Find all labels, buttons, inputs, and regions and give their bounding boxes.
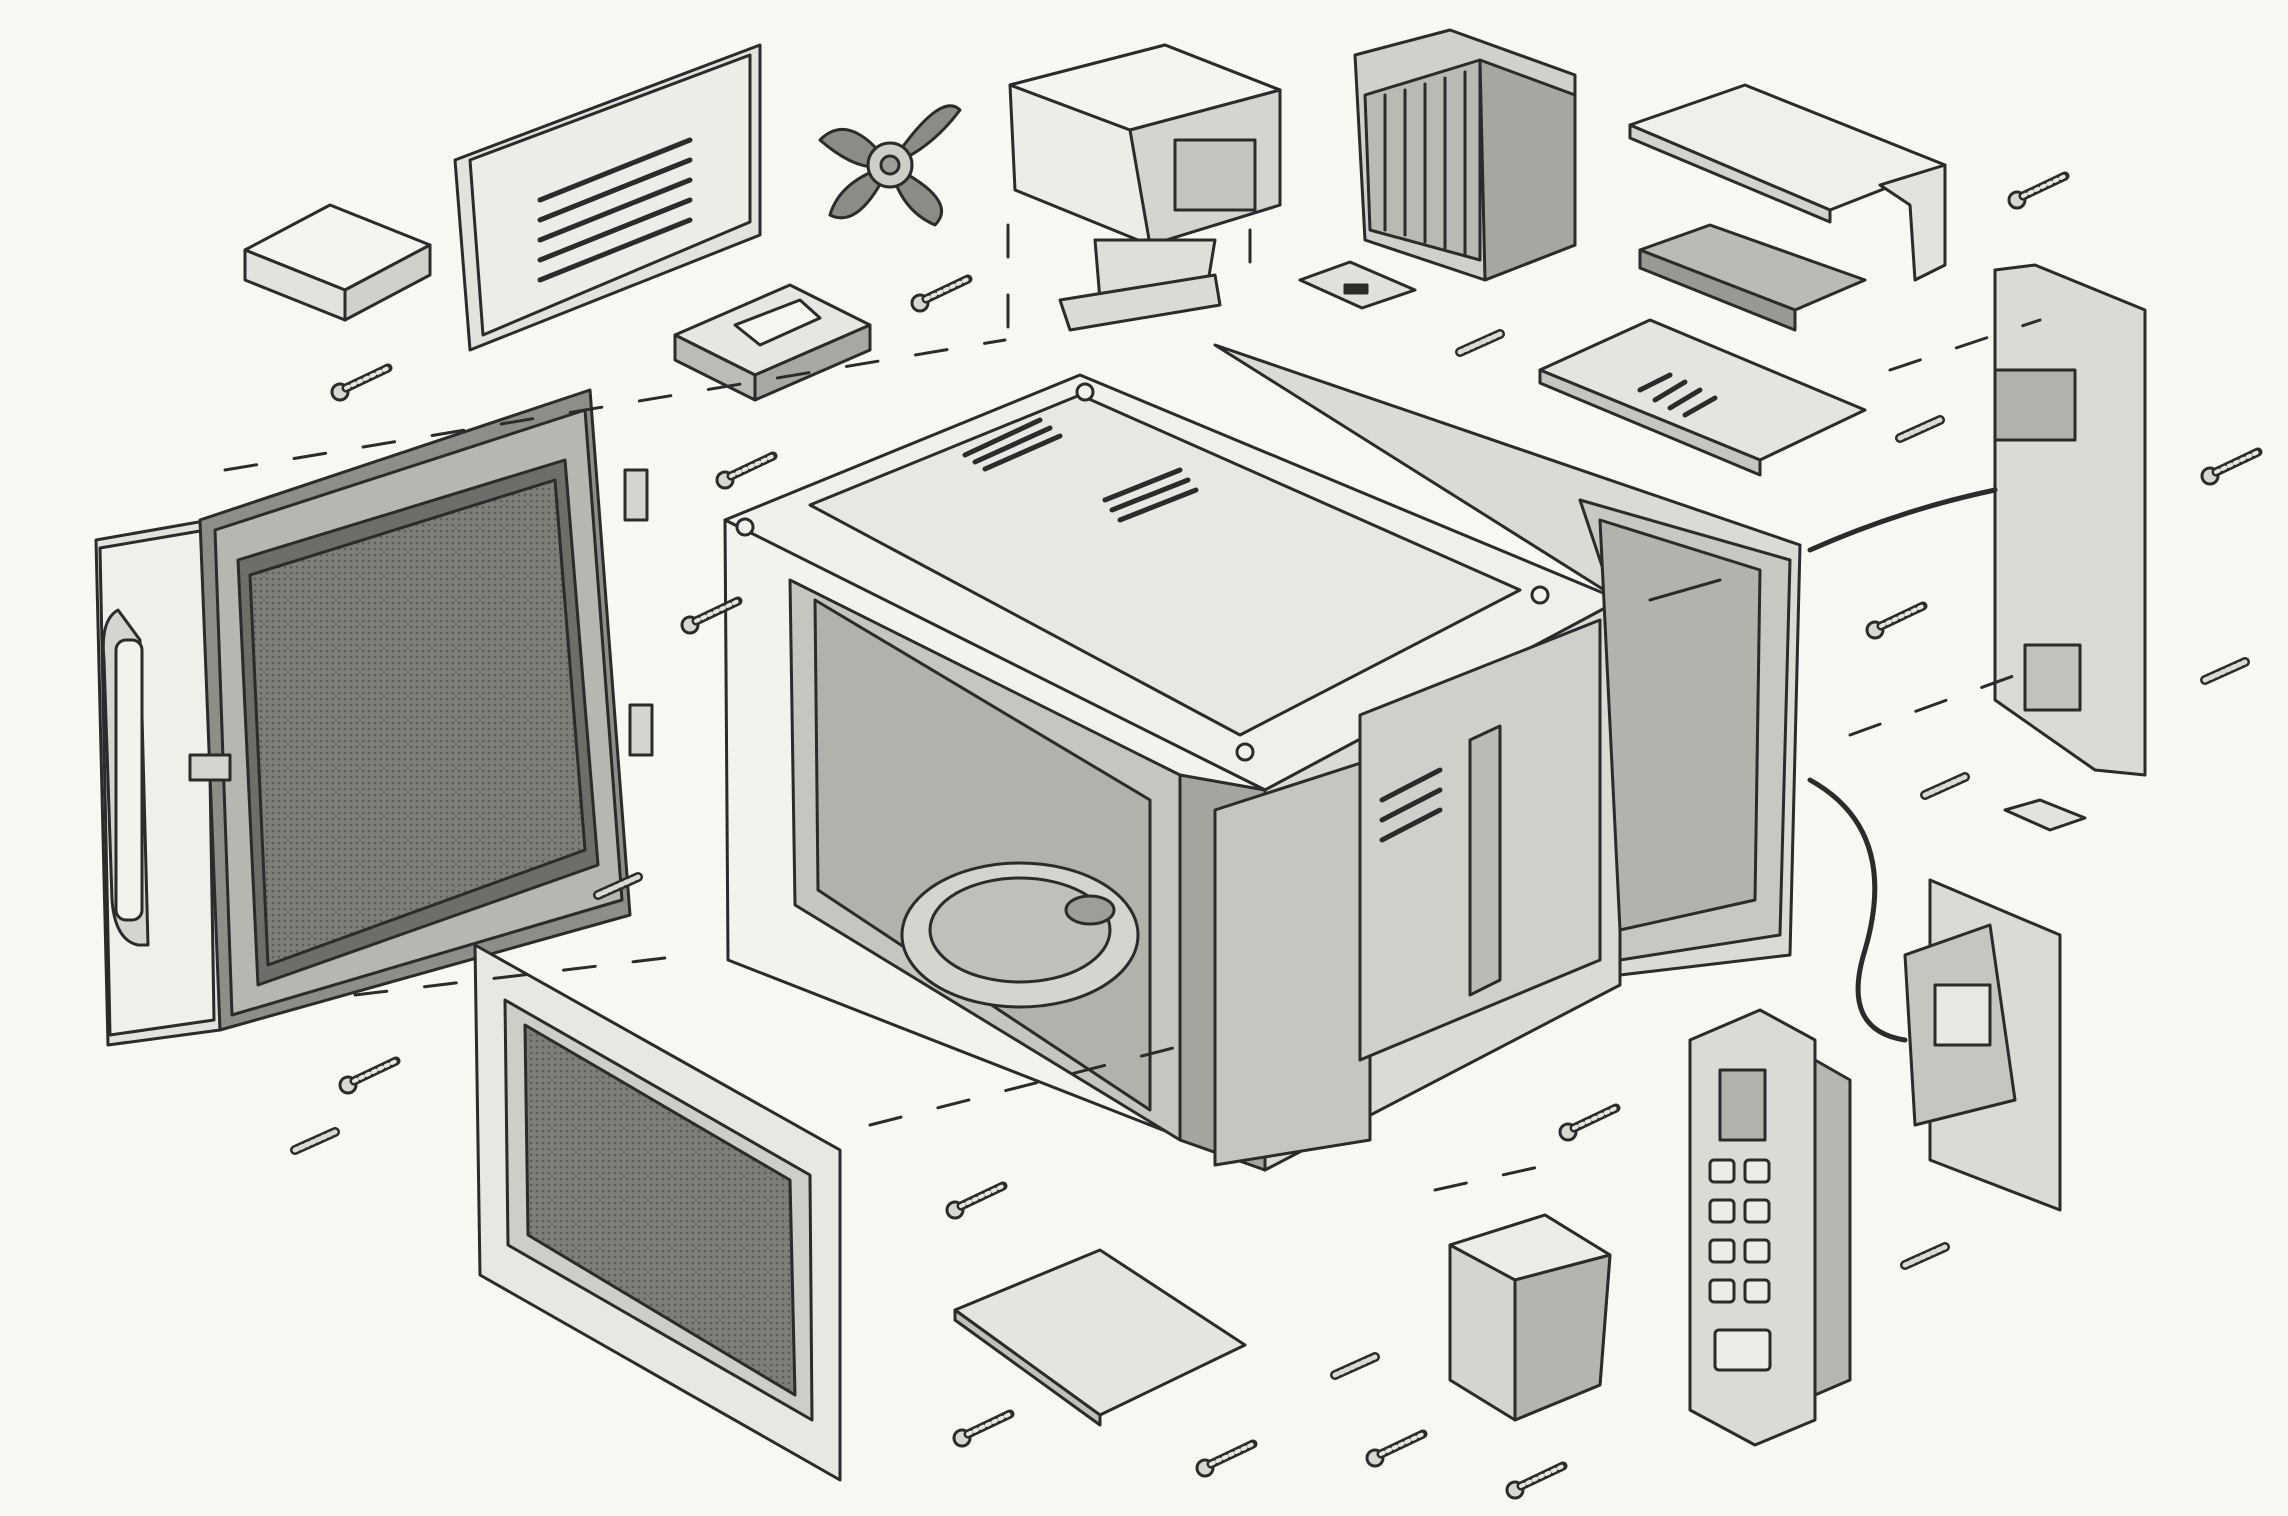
base-plate (953, 1248, 1247, 1427)
main-cavity-shell (723, 373, 1622, 1172)
door-inner-window-panel (473, 943, 842, 1482)
interlock-switch (1448, 1213, 1612, 1422)
waveguide-cover (1298, 260, 1417, 310)
cover-plate (1538, 223, 1867, 477)
keypad-control-panel (1688, 1008, 1852, 1447)
door (94, 388, 654, 1047)
control-board (1807, 263, 2147, 777)
shelf-bracket (1628, 83, 1947, 282)
rear-outer-panel (1213, 343, 1802, 977)
alignment-lines (223, 223, 2042, 1192)
turntable (900, 861, 1140, 1009)
high-voltage-transformer (1353, 28, 1577, 282)
small-cover-block (243, 203, 432, 322)
stirrer-fan (818, 104, 962, 227)
top-vent-cover (453, 43, 762, 352)
magnetron (1008, 43, 1282, 332)
relay-board (1807, 777, 2062, 1212)
filter-block (673, 283, 872, 402)
